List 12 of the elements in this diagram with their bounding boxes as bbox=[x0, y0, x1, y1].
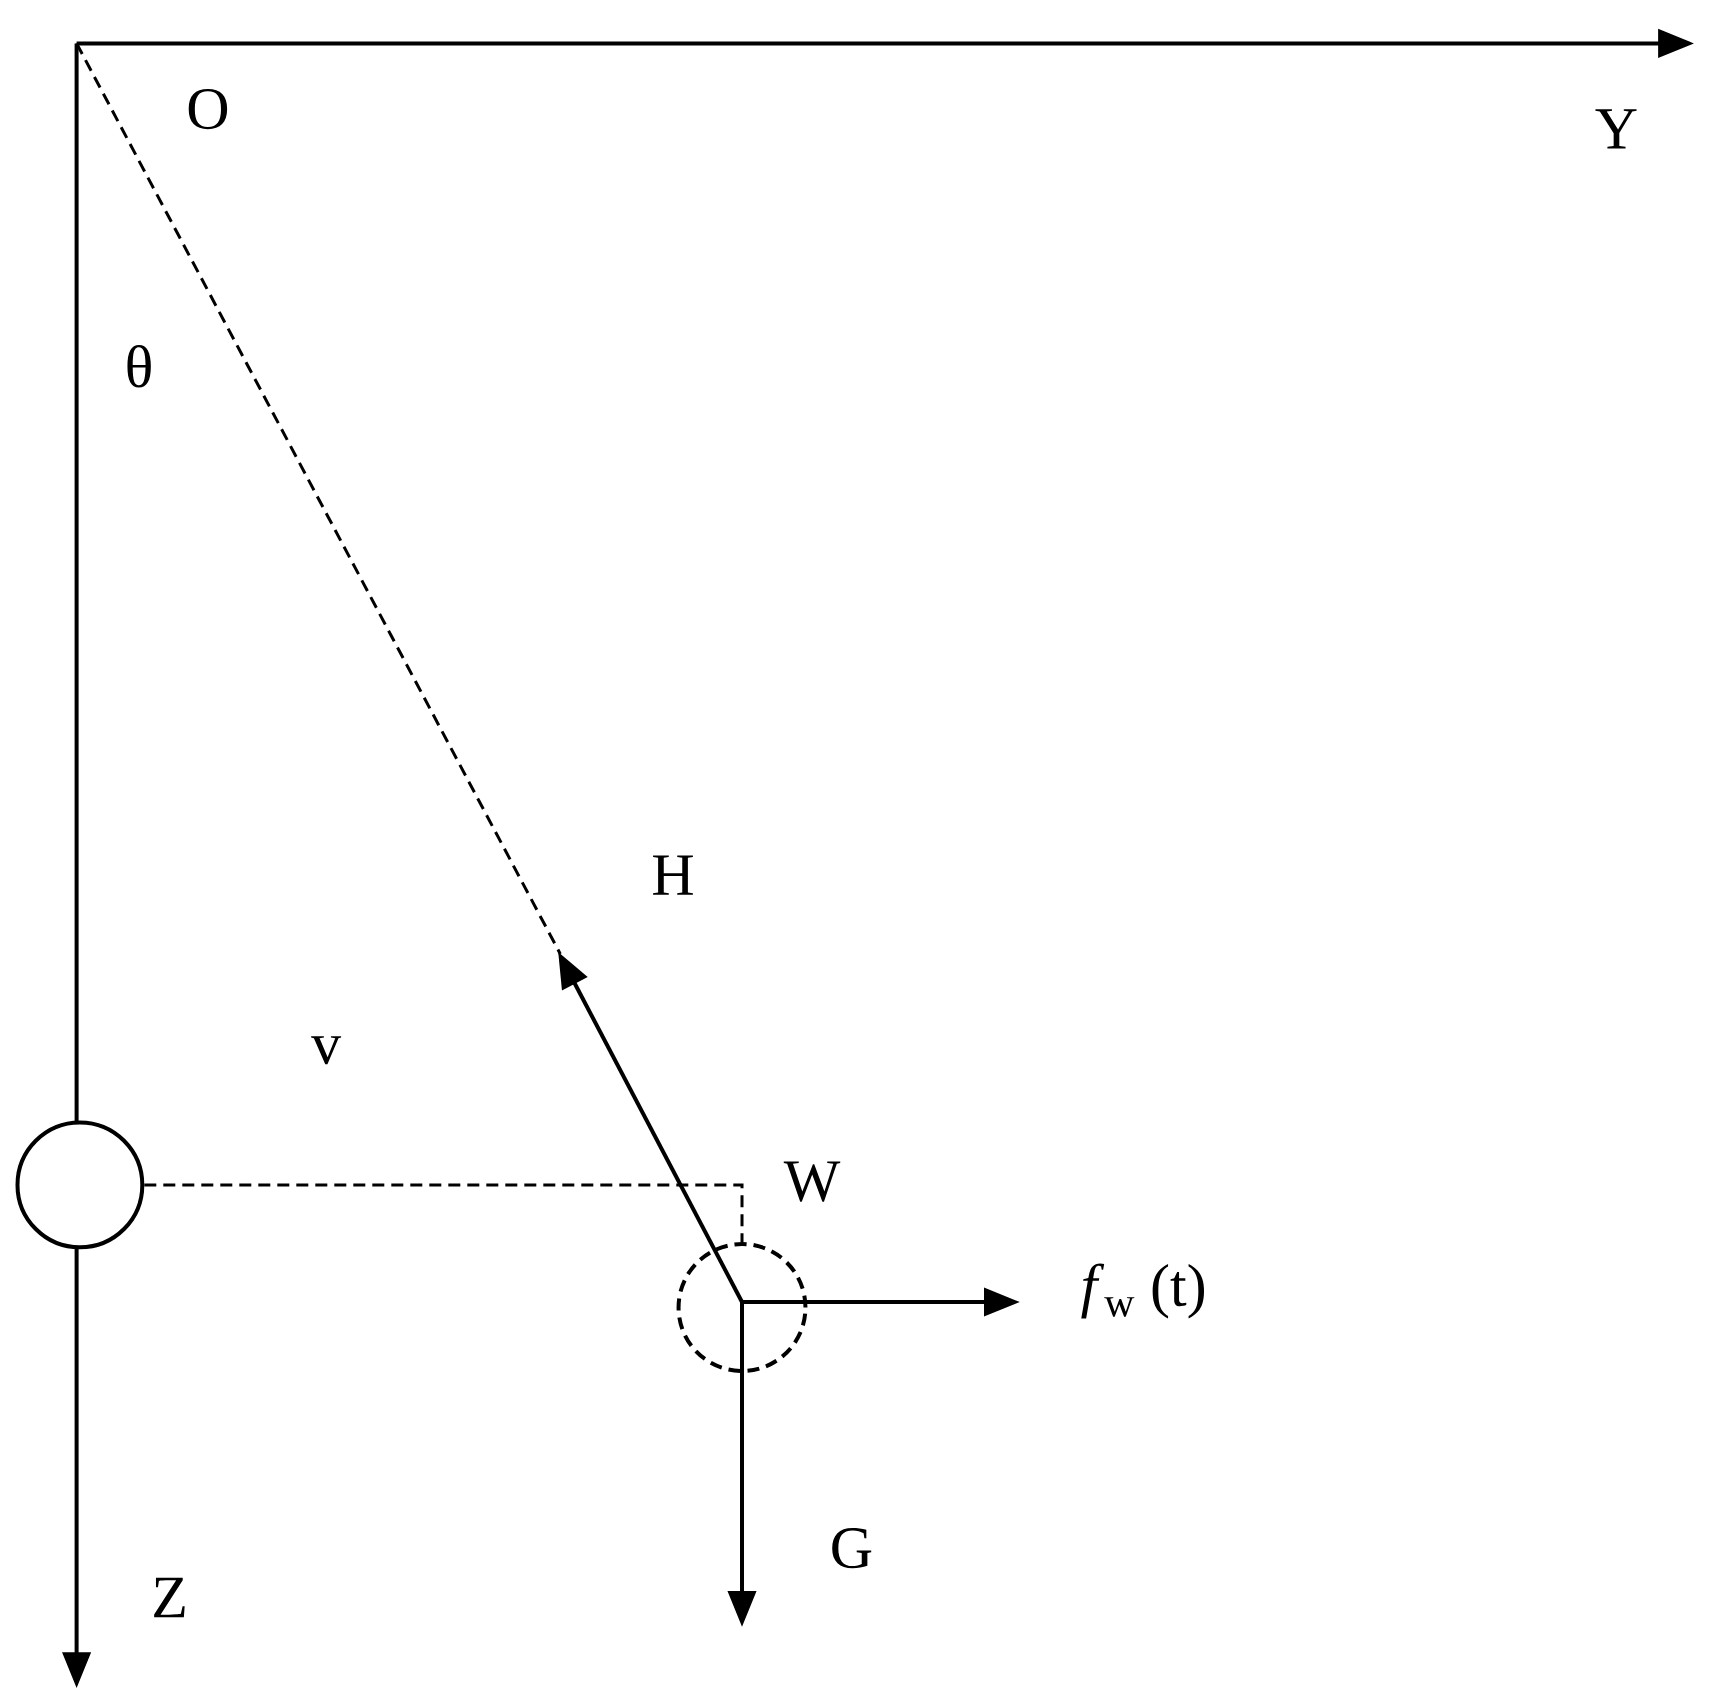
dashed-circle bbox=[676, 1242, 808, 1373]
axis-label: θ bbox=[127, 345, 151, 388]
axis-label: Y bbox=[1595, 109, 1637, 149]
axis-label: O bbox=[188, 88, 228, 130]
axis-label: v bbox=[311, 1036, 342, 1065]
axis-label: G bbox=[832, 1528, 872, 1569]
axis-label: H bbox=[653, 855, 693, 895]
axis-label: Z bbox=[154, 1577, 185, 1618]
ball-circle bbox=[15, 1120, 145, 1250]
axis-label: W bbox=[783, 1161, 841, 1202]
dashed-line bbox=[144, 1183, 744, 1243]
axis-label: f$_{w}$ (t) bbox=[1081, 1263, 1204, 1319]
